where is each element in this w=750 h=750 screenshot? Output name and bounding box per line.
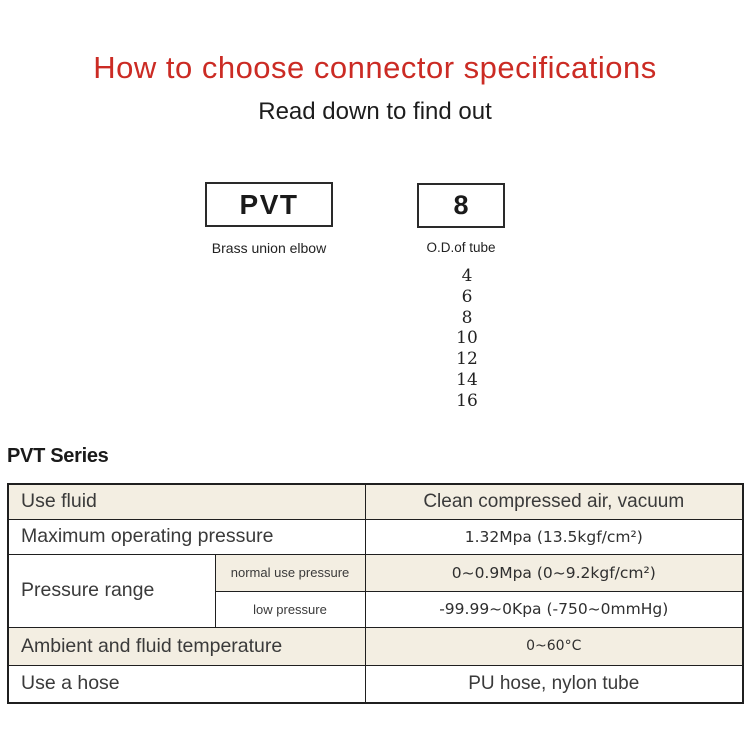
- size-description: O.D.of tube: [426, 240, 496, 255]
- size-option: 10: [456, 328, 478, 349]
- spec-low-pressure-value: -99.99~0Kpa (-750~0mmHg): [364, 590, 744, 628]
- spec-max-pressure-value: 1.32Mpa (13.5kgf/cm²): [364, 518, 744, 555]
- page-subtitle: Read down to find out: [258, 98, 492, 125]
- table-row: Use fluid Clean compressed air, vacuum: [7, 483, 744, 520]
- spec-normal-pressure-label: normal use pressure: [214, 553, 366, 592]
- spec-hose-label: Use a hose: [7, 664, 366, 704]
- spec-hose-value: PU hose, nylon tube: [364, 664, 744, 704]
- page-title: How to choose connector specifications: [93, 50, 657, 85]
- spec-use-fluid-value: Clean compressed air, vacuum: [364, 483, 744, 520]
- series-heading: PVT Series: [7, 445, 109, 467]
- table-row: Maximum operating pressure 1.32Mpa (13.5…: [7, 518, 744, 555]
- size-option: 14: [456, 369, 478, 390]
- size-option: 4: [461, 266, 473, 286]
- model-code: PVT: [239, 188, 299, 220]
- table-row: Use a hose PU hose, nylon tube: [7, 664, 744, 704]
- model-description: Brass union elbow: [211, 240, 327, 256]
- table-row: Pressure range normal use pressure 0~0.9…: [7, 553, 744, 628]
- size-option: 6: [461, 286, 473, 307]
- spec-use-fluid-label: Use fluid: [7, 483, 366, 520]
- size-option: 12: [456, 349, 478, 370]
- spec-low-pressure-label: low pressure: [214, 590, 366, 628]
- spec-pressure-range-label: Pressure range: [7, 553, 216, 628]
- model-code-box: PVT: [205, 182, 333, 227]
- size-code: 8: [453, 190, 469, 220]
- size-option: 16: [456, 390, 478, 411]
- spec-temperature-value: 0~60°C: [364, 626, 744, 666]
- spec-temperature-label: Ambient and fluid temperature: [7, 626, 366, 666]
- spec-max-pressure-label: Maximum operating pressure: [7, 518, 366, 555]
- spec-table: Use fluid Clean compressed air, vacuum M…: [7, 483, 744, 704]
- table-row: Ambient and fluid temperature 0~60°C: [7, 626, 744, 666]
- size-option: 8: [461, 307, 473, 328]
- spec-normal-pressure-value: 0~0.9Mpa (0~9.2kgf/cm²): [364, 553, 744, 592]
- size-code-box: 8: [417, 183, 505, 228]
- table-row: low pressure -99.99~0Kpa (-750~0mmHg): [8, 590, 744, 628]
- size-options-list: 4 6 8 10 12 14 16: [417, 266, 517, 412]
